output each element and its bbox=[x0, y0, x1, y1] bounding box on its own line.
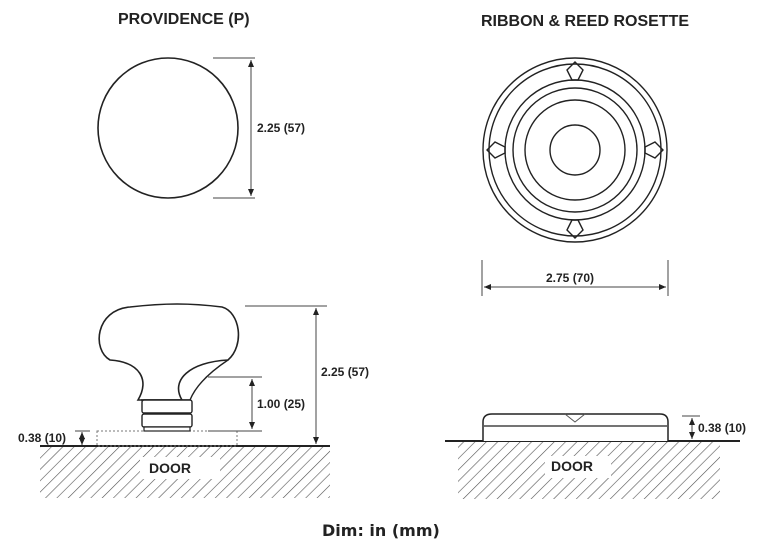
knob-diameter-label: 2.25 (57) bbox=[257, 121, 306, 135]
rosette-diameter-label: 2.75 (70) bbox=[546, 271, 595, 285]
knob-height-label: 2.25 (57) bbox=[321, 365, 370, 379]
knob-projection-label: 1.00 (25) bbox=[257, 397, 306, 411]
rosette-door-label: DOOR bbox=[551, 458, 593, 474]
rosette-thickness-label: 0.38 (10) bbox=[698, 421, 747, 435]
knob-front-view bbox=[97, 57, 255, 199]
rosette-front-view bbox=[481, 57, 669, 296]
knob-door-label: DOOR bbox=[149, 460, 191, 476]
knob-side-view bbox=[40, 303, 330, 498]
knob-rosette-label: 0.38 (10) bbox=[18, 431, 67, 445]
rosette-side-view bbox=[445, 413, 740, 499]
rosette-title: RIBBON & REED ROSETTE bbox=[481, 13, 690, 30]
units-footnote: Dim: in (mm) bbox=[322, 521, 440, 540]
knob-title: PROVIDENCE (P) bbox=[118, 11, 250, 28]
